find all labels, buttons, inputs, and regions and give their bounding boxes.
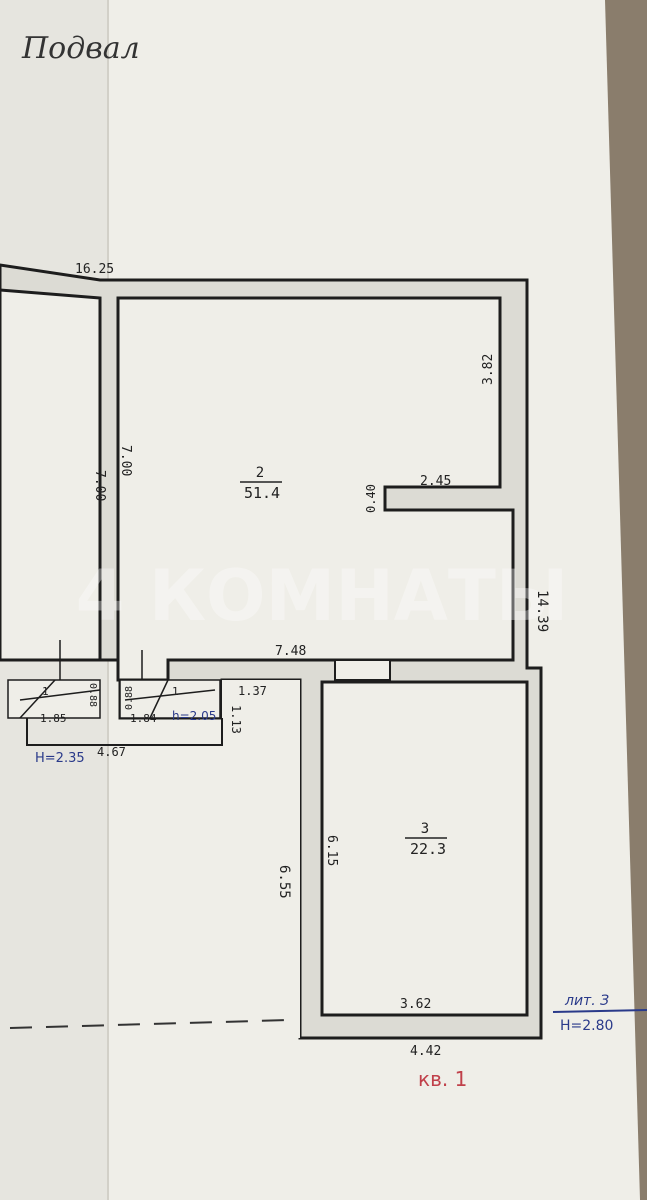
- stair-left-number: 1: [42, 685, 49, 698]
- room-3-area: 22.3: [410, 840, 446, 858]
- dim-room3-outer-width: 4.42: [410, 1044, 441, 1059]
- dim-room2-right-upper: 3.82: [481, 354, 496, 385]
- dim-top-total: 16.25: [75, 262, 114, 277]
- lit-divider: [552, 1009, 647, 1013]
- dashed-boundary: [9, 1019, 291, 1029]
- dim-corridor-depth: 1.13: [229, 705, 243, 734]
- stair-outline: [26, 718, 223, 746]
- door-opening: [334, 659, 391, 681]
- dim-corridor-width: 1.37: [238, 684, 267, 698]
- dim-room3-inner-width: 3.62: [400, 997, 431, 1012]
- lit-label: лит. З: [564, 993, 609, 1009]
- dim-stair-left-depth: 0.88: [87, 683, 98, 707]
- stair-right-number: 1: [172, 685, 179, 698]
- dim-right-total: 14.39: [534, 590, 550, 632]
- lit-height: H=2.80: [560, 1018, 613, 1034]
- dim-left-room-height: 7.00: [92, 470, 107, 501]
- room-3: [320, 680, 529, 1017]
- plan-title: Подвал: [21, 31, 140, 66]
- dim-room2-bottom: 7.48: [275, 644, 306, 659]
- dim-stair-left-width: 1.85: [40, 712, 67, 725]
- left-height: H=2.35: [35, 751, 85, 766]
- dim-stair-block-width: 4.67: [97, 745, 126, 759]
- dim-room3-height: 6.15: [324, 835, 339, 866]
- dim-room2-height: 7.00: [118, 445, 133, 476]
- watermark: 4 КОМНАТЫ: [76, 555, 569, 637]
- dim-corridor-length: 6.55: [276, 865, 292, 899]
- room-2-area: 51.4: [244, 484, 280, 502]
- apartment-label: кв. 1: [418, 1067, 467, 1091]
- left-room: [0, 288, 102, 662]
- stairs: [7, 640, 221, 719]
- dim-notch-depth: 0.40: [364, 484, 378, 513]
- stair-height: h=2.05: [172, 709, 216, 723]
- corridor: [222, 680, 300, 1038]
- room-3-number: 3: [421, 821, 429, 837]
- dim-stair-right-width: 1.84: [130, 712, 157, 725]
- dim-stair-right-depth: 0.88: [124, 686, 135, 710]
- dim-notch-width: 2.45: [420, 474, 451, 489]
- room-2-number: 2: [256, 465, 264, 481]
